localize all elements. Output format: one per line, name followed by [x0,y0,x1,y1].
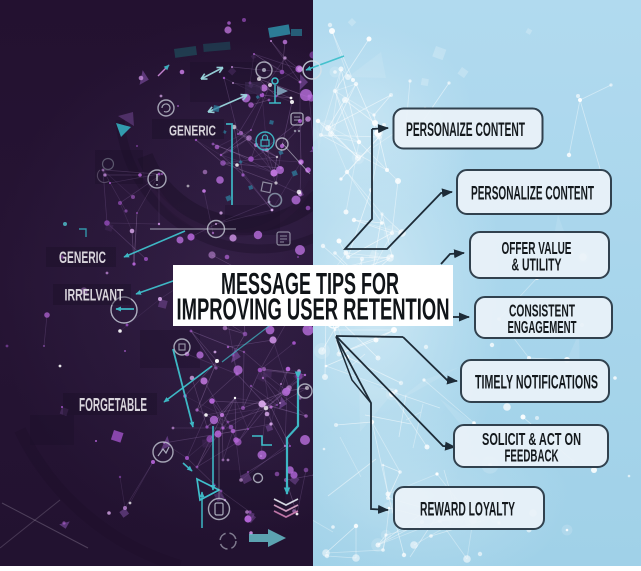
svg-text:GENERIC: GENERIC [59,249,106,267]
svg-text:TIMELY NOTIFICATIONS: TIMELY NOTIFICATIONS [475,373,598,394]
svg-text:GENERIC: GENERIC [169,123,216,140]
svg-text:PERSONAIZE CONTENT: PERSONAIZE CONTENT [406,120,525,141]
svg-text:FORGETABLE: FORGETABLE [79,394,147,415]
svg-text:FEEDBACK: FEEDBACK [505,445,559,465]
svg-text:ENGAGEMENT: ENGAGEMENT [508,317,577,337]
svg-text:& UTILITY: & UTILITY [512,254,562,274]
svg-text:IRRELVANT: IRRELVANT [65,286,124,305]
svg-text:IMPROVING USER RETENTION: IMPROVING USER RETENTION [177,293,450,327]
svg-text:REWARD LOYALTY: REWARD LOYALTY [420,500,515,521]
svg-text:PERSONALIZE CONTENT: PERSONALIZE CONTENT [471,184,594,205]
